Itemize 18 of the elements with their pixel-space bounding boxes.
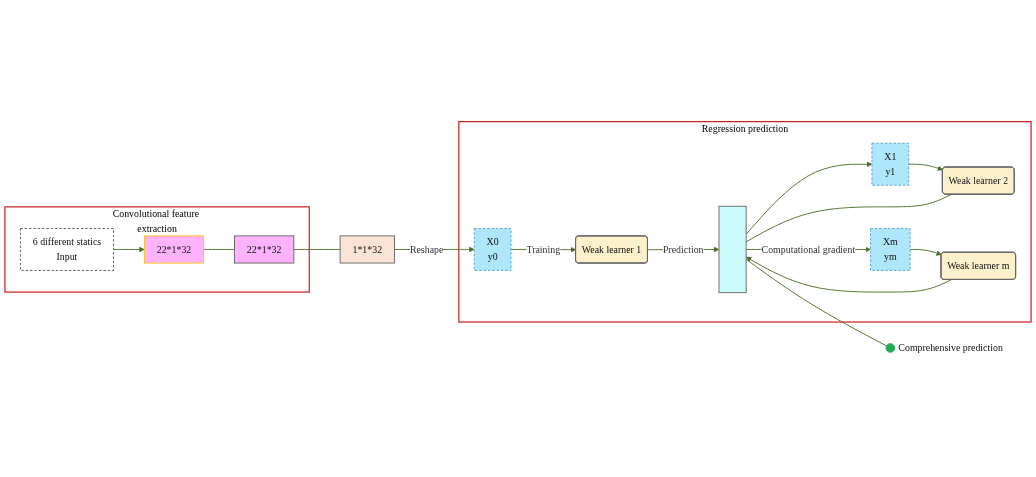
connector [745,258,887,347]
node-box: 22*1*32 [143,235,205,264]
edge-label: Prediction [662,243,704,255]
edge-label: Training [526,243,561,255]
connector [745,194,952,243]
node-box: 1*1*32 [339,235,395,264]
node-circle [885,343,896,353]
connector [293,249,341,250]
node-box: 22*1*32 [234,235,295,264]
node-box: Xm ym [870,228,911,271]
connector [203,249,235,250]
node-caption: Comprehensive prediction [898,342,1003,354]
node-box: X1 y1 [871,142,910,186]
node-box: 6 different statics Input [19,228,114,271]
node-box: X0 y0 [473,228,512,271]
edge-label: Computational gradient [761,243,856,255]
edge-label: Reshape [409,243,444,255]
node-bar [718,205,747,294]
